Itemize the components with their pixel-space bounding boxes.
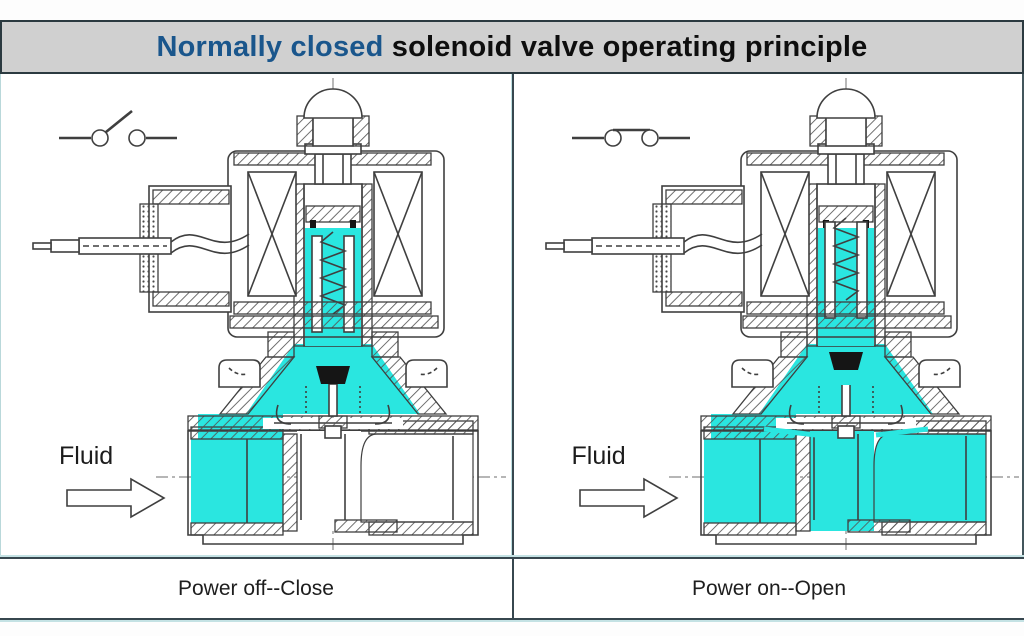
title-bar: Normally closed solenoid valve operating… xyxy=(0,20,1024,74)
spring xyxy=(831,217,860,301)
pilot-seal xyxy=(828,352,863,370)
plunger xyxy=(311,231,355,384)
plunger xyxy=(823,217,868,370)
switch-closed-icon xyxy=(571,128,690,147)
panel-power-on: Fluid xyxy=(511,74,1022,557)
spring xyxy=(318,231,348,315)
solenoid-valve-cross-section xyxy=(32,78,506,552)
diaphragm xyxy=(263,383,403,439)
title-highlight: Normally closed xyxy=(156,30,384,63)
lead-wire xyxy=(170,233,250,244)
dome-cap xyxy=(815,88,876,119)
caption-power-off: Power off--Close xyxy=(177,576,334,600)
panel-power-off: Fluid xyxy=(1,74,512,557)
fluid-label: Fluid xyxy=(59,442,114,470)
top-stem-assembly xyxy=(296,88,370,185)
lead-wire xyxy=(683,233,762,244)
diagram-area: Fluid xyxy=(0,74,1024,557)
diaphragm xyxy=(763,383,928,439)
cable-entry xyxy=(544,185,762,313)
dome-cap xyxy=(303,88,363,119)
pilot-seal xyxy=(316,366,350,384)
lead-wire xyxy=(683,244,762,255)
fluid-label: Fluid xyxy=(571,442,626,470)
fluid-arrow xyxy=(578,477,679,519)
title-rest: solenoid valve operating principle xyxy=(383,30,868,63)
top-stem-assembly xyxy=(808,88,883,185)
lead-wire xyxy=(170,244,250,255)
switch-open-icon xyxy=(59,109,177,147)
armature-tube xyxy=(805,183,886,385)
caption-bar: Power off--Close Power on--Open xyxy=(0,557,1024,620)
solenoid-valve-cross-section xyxy=(544,78,1019,552)
fluid-arrow xyxy=(66,477,166,519)
caption-power-on: Power on--Open xyxy=(512,559,1024,618)
cable-entry xyxy=(32,185,250,313)
